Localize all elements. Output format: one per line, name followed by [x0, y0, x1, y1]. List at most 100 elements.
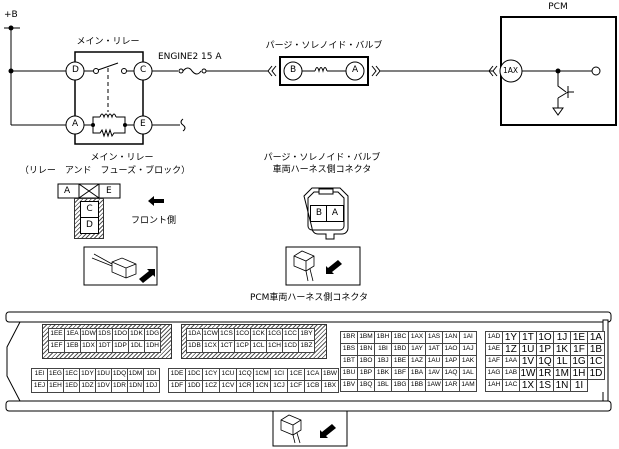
- relay-pin-d: D: [80, 217, 99, 234]
- pin-cell: 1AL: [459, 367, 477, 380]
- pin-cell: 1BW: [321, 368, 339, 381]
- relay-view-title: メイン・リレー: [90, 153, 154, 163]
- wire-continuation: [180, 118, 186, 132]
- pin-cell: 1AP: [442, 355, 460, 368]
- pin-cell: 1CU: [219, 368, 237, 381]
- pin-cell: 1T: [519, 331, 537, 344]
- front-side-label: フロント側: [131, 216, 177, 226]
- pin-cell: 1G: [570, 355, 588, 368]
- pin-cell: 1U: [519, 343, 537, 356]
- pin-cell: 1DJ: [143, 380, 160, 393]
- pin-cell: 1AJ: [459, 343, 477, 356]
- pin-cell: 1CJ: [270, 380, 288, 393]
- pin-cell: 1BJ: [374, 355, 392, 368]
- pin-cell: 1CT: [218, 340, 235, 353]
- purge-valve-title: パージ・ソレノイド・バルブ: [265, 41, 383, 51]
- purge-connector-pictogram: [285, 246, 361, 286]
- pin-cell: 1AS: [425, 331, 443, 344]
- relay-pin-a: A: [64, 186, 71, 196]
- main-relay-title: メイン・リレー: [76, 37, 140, 47]
- connector-mark: [488, 65, 498, 77]
- pin-cell: 1CH: [266, 340, 283, 353]
- pin-cell: 1AG: [485, 367, 503, 380]
- pin-cell: 1AU: [425, 355, 443, 368]
- pin-cell: 1BY: [298, 328, 315, 341]
- pin-cell: 1CA: [304, 368, 322, 381]
- pcm-connector-rail-top: [5, 311, 612, 323]
- lock-tab: [318, 188, 334, 195]
- pin-cell: 1DW: [80, 328, 97, 341]
- pin-cell: 1BL: [374, 379, 392, 392]
- pin-cell: 1BG: [391, 379, 409, 392]
- pin-cell: 1DA: [186, 328, 203, 341]
- pin-cell: 1DS: [96, 328, 113, 341]
- pin-cell: 1BZ: [298, 340, 315, 353]
- pin-cell: 1CQ: [236, 368, 254, 381]
- pin-cell: 1CG: [266, 328, 283, 341]
- pin-cell: 1BH: [374, 331, 392, 344]
- ground-icon: [552, 107, 564, 116]
- pin-cell: 1AA: [502, 355, 520, 368]
- pin-cell: 1DB: [186, 340, 203, 353]
- pin-cell: 1EG: [47, 368, 64, 381]
- pin-cell: 1AN: [442, 331, 460, 344]
- pcm-connector-rail-bottom: [5, 400, 612, 412]
- pin-cell: 1N: [553, 379, 571, 392]
- pin-cell: 1AC: [502, 379, 520, 392]
- pin-cell: 1EI: [31, 368, 48, 381]
- valve-terminal-b-label: B: [290, 65, 297, 75]
- pin-cell: 1DN: [127, 380, 144, 393]
- pin-cell: 1DV: [95, 380, 112, 393]
- pin-cell: 1CV: [219, 380, 237, 393]
- purge-valve-box: [279, 56, 369, 86]
- pin-cell: 1BV: [340, 379, 358, 392]
- pin-cell: 1DD: [185, 380, 203, 393]
- pin-cell: 1EF: [48, 340, 65, 353]
- pin-cell: 1AM: [459, 379, 477, 392]
- pin-cell: 1DH: [144, 340, 161, 353]
- pin-cell: 1AZ: [408, 355, 426, 368]
- pin-cell: 1V: [519, 355, 537, 368]
- connector-mark: [371, 65, 381, 77]
- pin-cell: 1BF: [391, 367, 409, 380]
- pin-cell: 1BU: [340, 367, 358, 380]
- pin-cell: 1S: [536, 379, 554, 392]
- purge-view-subtitle: 車両ハーネス側コネクタ: [272, 165, 372, 175]
- pin-cell: 1CP: [234, 340, 251, 353]
- relay-coil: [99, 113, 117, 119]
- relay-pin-box: [98, 183, 121, 199]
- relay-terminal-c-label: C: [140, 65, 147, 75]
- pin-cell: 1CO: [234, 328, 251, 341]
- pin-cell: 1H: [570, 367, 588, 380]
- pin-cell: 1AE: [485, 343, 503, 356]
- pin-cell: 1DP: [112, 340, 129, 353]
- pin-cell: 1AQ: [442, 367, 460, 380]
- pin-cell: 1L: [553, 355, 571, 368]
- pcm-view-title: PCM車両ハーネス側コネクタ: [249, 293, 369, 303]
- switch-contact: [93, 68, 99, 74]
- pin-cell: 1R: [536, 367, 554, 380]
- pin-cell: 1EE: [48, 328, 65, 341]
- pin-cell: 1BC: [391, 331, 409, 344]
- pin-cell: 1BE: [391, 355, 409, 368]
- main-relay-box: [74, 51, 144, 145]
- pin-cell: 1BO: [357, 355, 375, 368]
- pin-cell: 1CD: [282, 340, 299, 353]
- pin-cell: 1AX: [408, 331, 426, 344]
- pcm-connector-pictogram: [272, 408, 348, 447]
